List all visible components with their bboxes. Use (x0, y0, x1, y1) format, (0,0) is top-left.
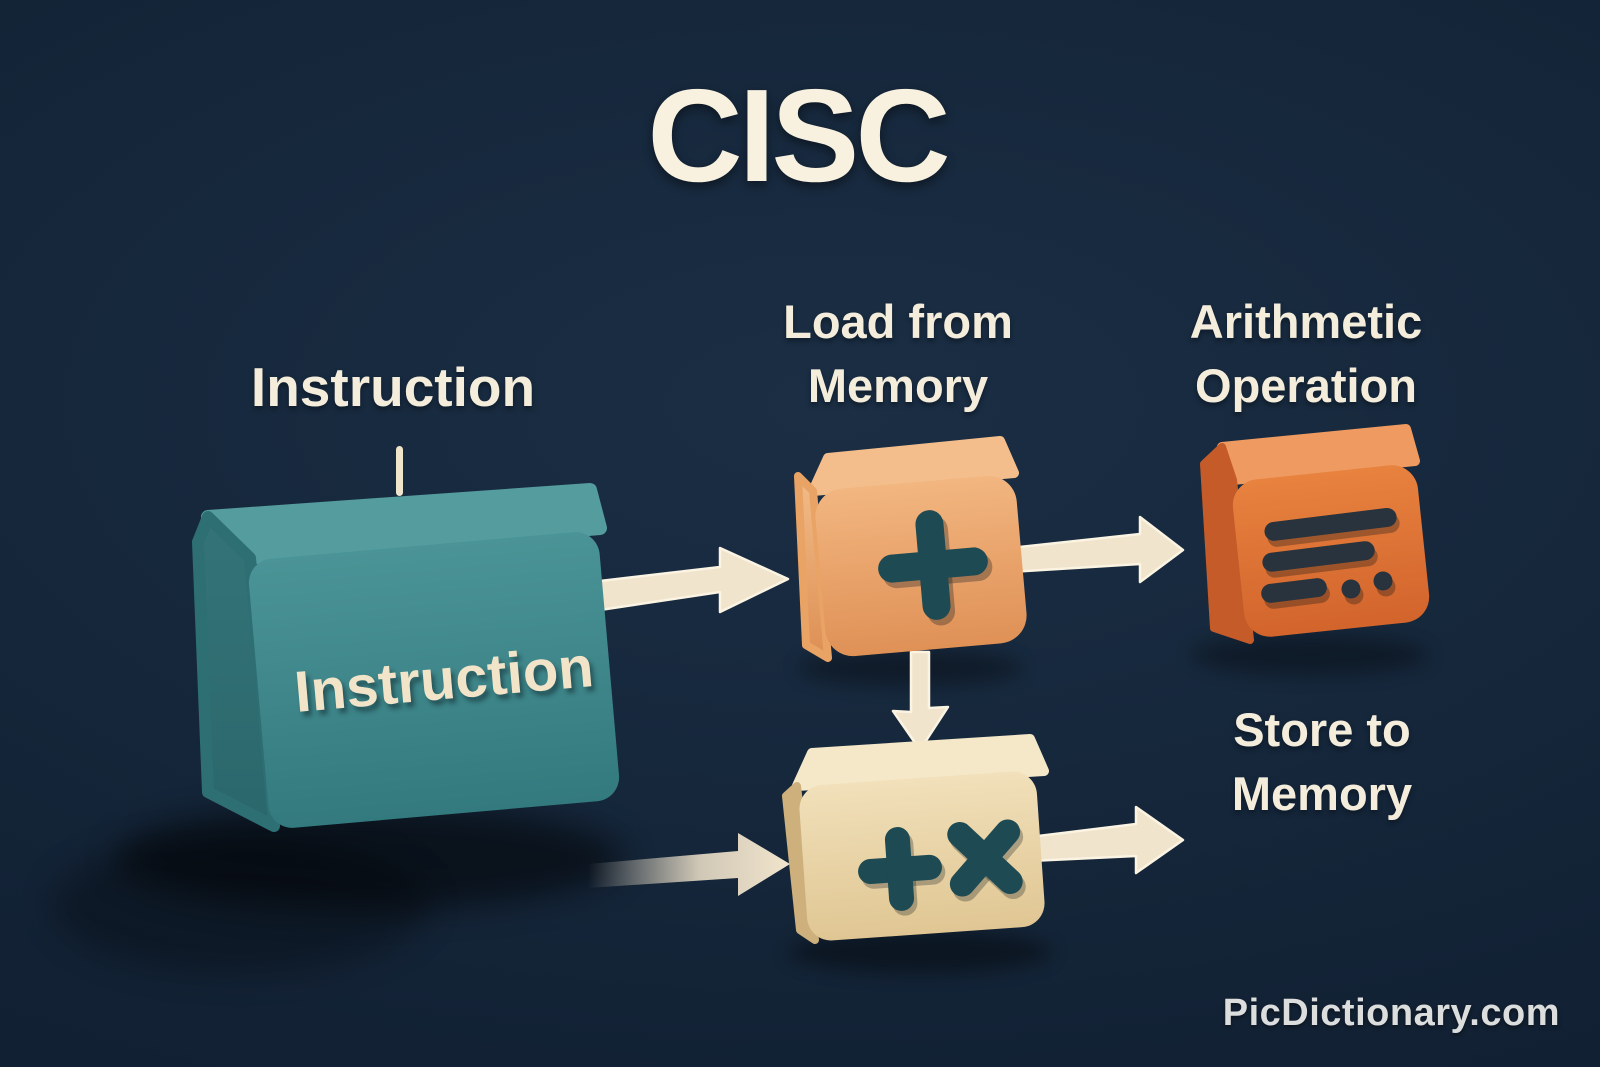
watermark: PicDictionary.com (1222, 992, 1560, 1034)
store-label-line2: Memory (1231, 766, 1413, 820)
instruction-label-text: Instruction (250, 356, 536, 418)
plus-times-icon (858, 819, 1026, 916)
flow-arrows (588, 515, 1185, 896)
label-connector-line (396, 446, 403, 496)
list-lines-icon (1261, 507, 1400, 609)
store-label-line1: Store to (1233, 703, 1411, 756)
arithmetic-operation-box (1200, 424, 1430, 644)
load-from-memory-box (794, 436, 1027, 662)
load-from-memory-label: Load from Memory (783, 290, 1013, 418)
page-title: CISC (647, 62, 950, 209)
instruction-box-front-face (248, 532, 620, 828)
plus-icon (878, 510, 993, 626)
drop-shadows (50, 635, 1428, 975)
store-to-memory-label: Store to Memory (1232, 698, 1412, 826)
arrow-instruction-to-load-icon (598, 546, 790, 614)
arithmetic-label-line1: Arithmetic (1189, 295, 1423, 348)
load-label-line1: Load from (783, 295, 1013, 348)
arithmetic-label-line2: Operation (1195, 358, 1417, 412)
arrow-combined-to-store-icon (1028, 805, 1185, 875)
instruction-box (192, 483, 620, 832)
load-label-line2: Memory (807, 358, 989, 412)
arrow-load-down-to-combined-icon (891, 650, 950, 752)
load-box-top-face (808, 436, 1019, 496)
arithmetic-operation-label: Arithmetic Operation (1190, 290, 1422, 418)
combined-operation-box (782, 734, 1049, 944)
arrow-load-to-arithmetic-icon (1008, 515, 1185, 584)
instruction-label: Instruction (251, 350, 535, 425)
arrow-faded-to-combined-icon (588, 833, 790, 896)
